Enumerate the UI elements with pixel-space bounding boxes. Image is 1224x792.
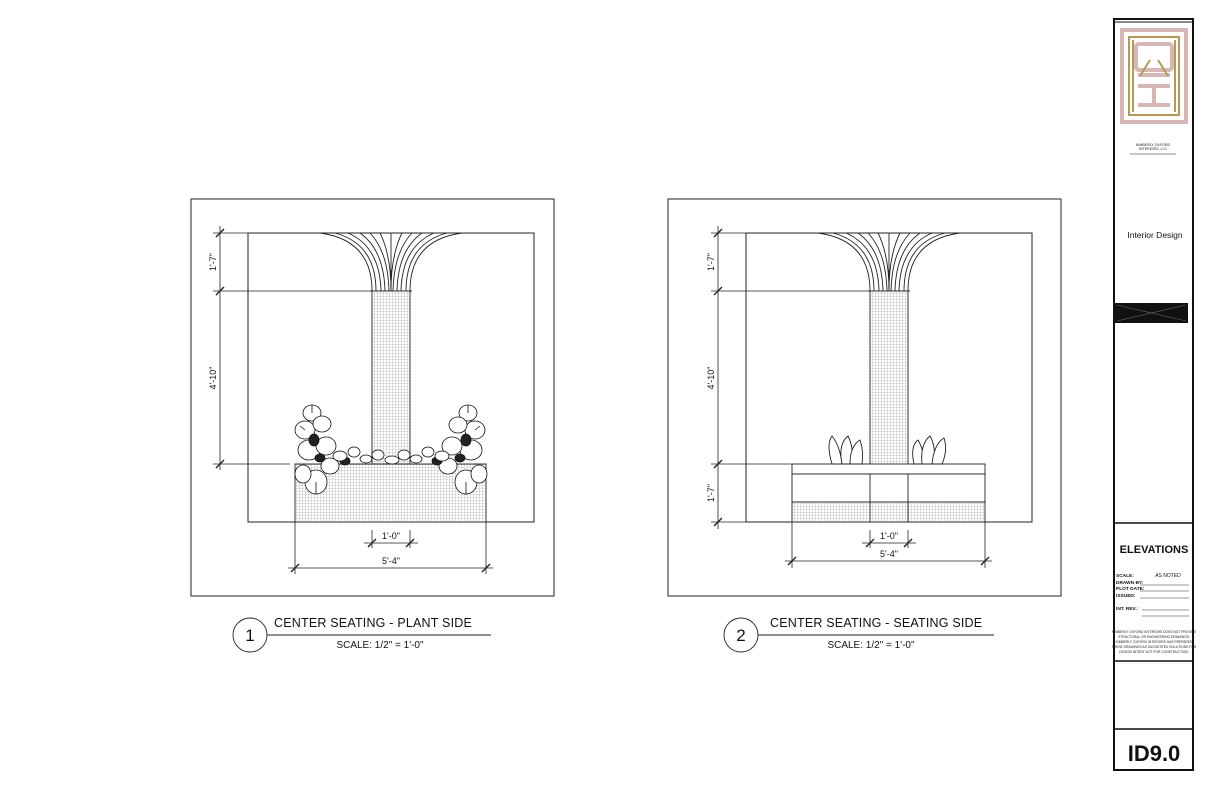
column-capital <box>319 232 463 292</box>
sheet-title: ELEVATIONS <box>1120 544 1189 556</box>
view-2-title: CENTER SEATING - SEATING SIDE <box>770 616 982 630</box>
view-2-scale: SCALE: 1/2" = 1'-0" <box>827 640 915 651</box>
view-1-scale: SCALE: 1/2" = 1'-0" <box>336 640 424 651</box>
view-2-dim-outer-width: 5'-4" <box>880 549 898 559</box>
disclaimer-text: KIMBERLY OXFORD INTERIORS DOES NOT PROVI… <box>1112 630 1197 654</box>
company-name-line-2: INTERIORS, LLC <box>1139 147 1168 151</box>
view-2-horizontal-dimensions <box>785 522 992 568</box>
view-1-dim-middle: 4'-10" <box>208 367 218 390</box>
bench-base <box>791 501 986 523</box>
bench-back <box>791 463 986 475</box>
view-1-vertical-dimensions <box>213 226 372 470</box>
seating-bench <box>791 463 986 523</box>
disclaimer-line: KIMBERLY OXFORD INTERIORS DOES NOT PROVI… <box>1112 630 1197 634</box>
view-2-dim-top: 1'-7" <box>706 253 716 271</box>
disclaimer-line: STRUCTURAL OR ENGINEERING DRAWINGS. <box>1118 635 1190 639</box>
issued-label: ISSUED: <box>1116 593 1136 599</box>
company-logo <box>1120 28 1188 124</box>
view-1-title: CENTER SEATING - PLANT SIDE <box>274 616 472 630</box>
column-shaft <box>371 290 411 465</box>
view-2-dim-middle: 4'-10" <box>706 367 716 390</box>
disclaimer-line: DESIGN INTENT NOT FOR CONSTRUCTION. <box>1119 650 1189 654</box>
discipline-label: Interior Design <box>1127 230 1183 240</box>
elevation-view-1: 1'-7" 4'-10" 1'-0" 5'-4" 1 CENTER SEATIN… <box>190 198 555 653</box>
elevation-view-2: 1'-7" 4'-10" 1'-7" 1'-0" 5'-4" 2 CENTER … <box>667 198 1062 653</box>
drawn-by-label: DRAWN BY: <box>1116 580 1144 586</box>
int-rev-label: INT. REV.: <box>1116 606 1139 612</box>
title-block: KIMBERLY OXFORD INTERIORS, LLC Interior … <box>1112 18 1197 771</box>
planter-base <box>294 463 487 523</box>
view-1-horizontal-dimensions <box>288 522 493 574</box>
scale-label: SCALE: <box>1116 573 1134 579</box>
view-1-frame <box>190 198 555 597</box>
small-plants <box>828 435 947 465</box>
disclaimer-line: THESE DRAWINGS AS SUGGESTED SOLUTIONS FO… <box>1112 645 1197 649</box>
view-1-dim-outer-width: 5'-4" <box>382 556 400 566</box>
view-2-vertical-dimensions <box>711 226 870 529</box>
bench-cushion <box>791 473 986 503</box>
redacted-stamp-box <box>1115 303 1188 323</box>
view-1-caption: 1 CENTER SEATING - PLANT SIDE SCALE: 1/2… <box>232 616 491 653</box>
disclaimer-line: KIMBERLY OXFORD INTERIORS HAS PREPARED <box>1116 640 1193 644</box>
view-1-number: 1 <box>245 626 254 645</box>
sheet-number: ID9.0 <box>1128 741 1181 766</box>
view-2-dim-inner-width: 1'-0" <box>880 531 898 541</box>
view-2-frame <box>667 198 1062 597</box>
company-name-line-1: KIMBERLY OXFORD <box>1136 143 1171 147</box>
title-block-fields: SCALE: AS NOTED DRAWN BY: PLOT DATE: ISS… <box>1116 573 1189 617</box>
plant-foliage <box>294 404 488 495</box>
view-2-number: 2 <box>736 626 745 645</box>
view-2-dim-bottom: 1'-7" <box>706 484 716 502</box>
view-1-dim-top: 1'-7" <box>208 253 218 271</box>
column-capital <box>817 232 961 292</box>
title-block-frame <box>1113 18 1194 771</box>
scale-value: AS NOTED <box>1155 573 1181 579</box>
plot-date-label: PLOT DATE: <box>1116 586 1145 592</box>
view-2-caption: 2 CENTER SEATING - SEATING SIDE SCALE: 1… <box>723 616 994 653</box>
view-1-dim-inner-width: 1'-0" <box>382 531 400 541</box>
